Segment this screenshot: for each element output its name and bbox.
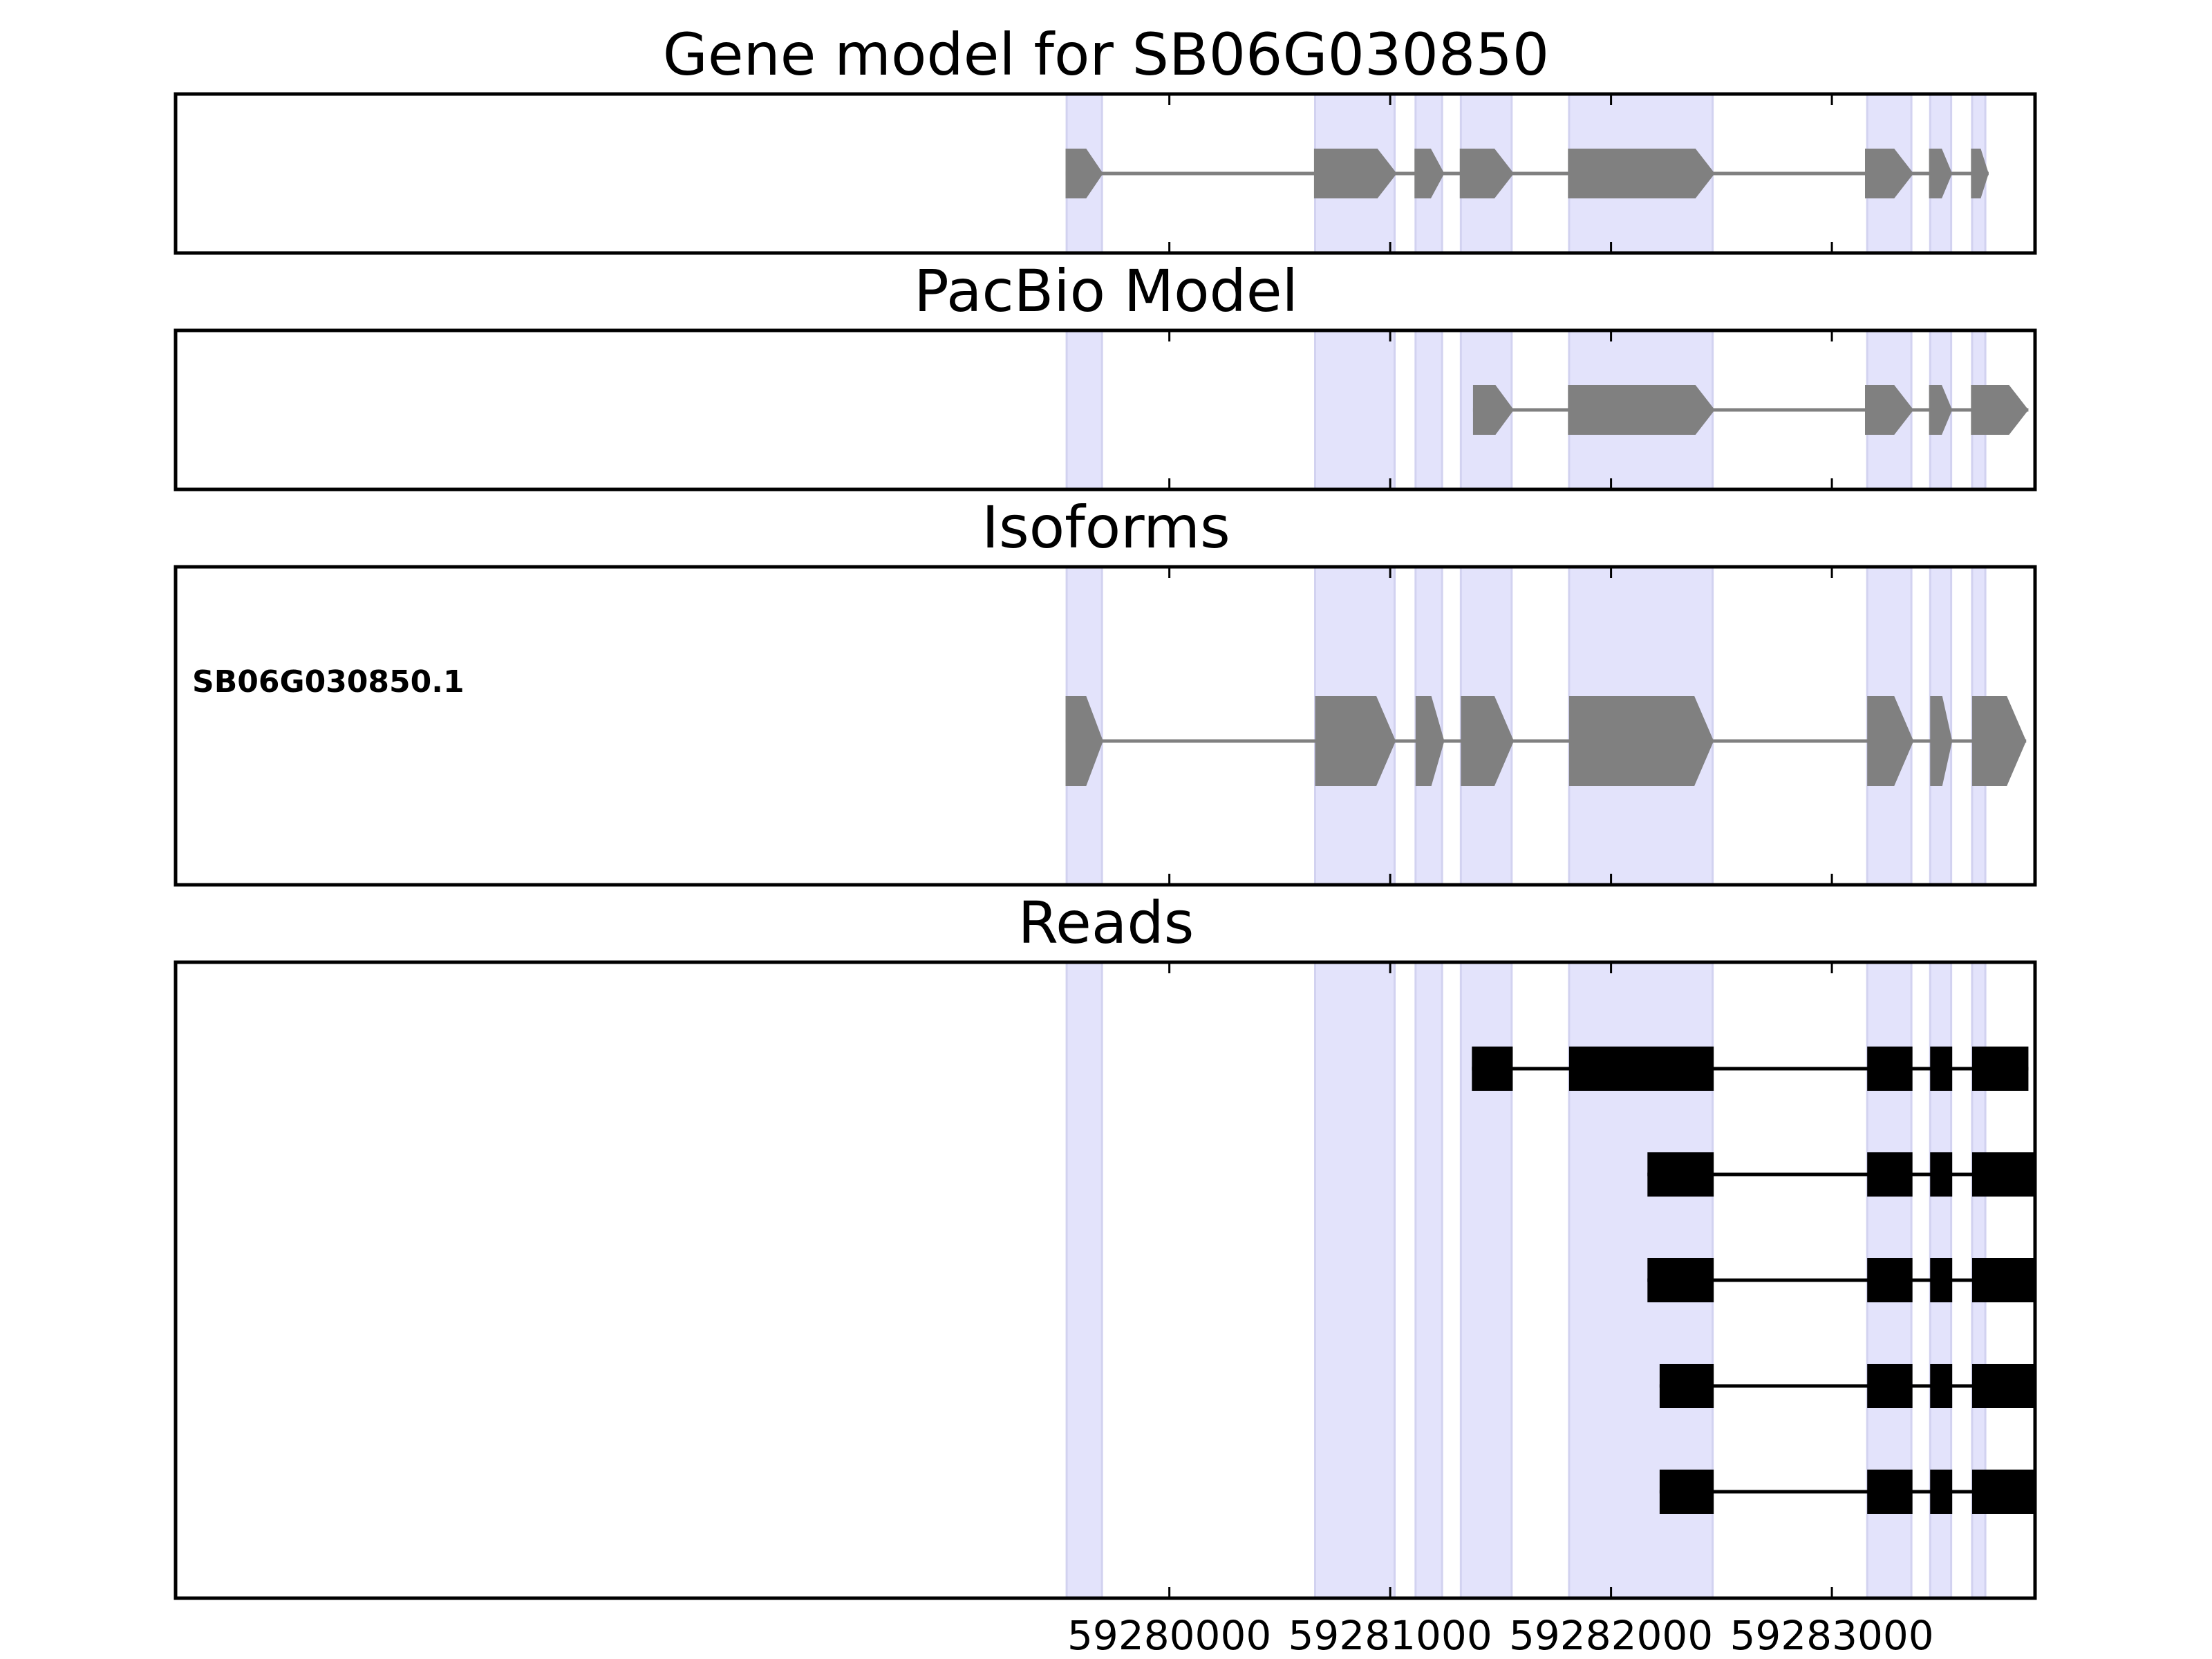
highlight-band [1314,329,1396,491]
pacbio-model-exon [1929,385,1953,435]
isoform-exon [1315,696,1396,786]
isoform-exon [1461,696,1515,786]
isoform-label: SB06G030850.1 [192,664,465,700]
isoform-exon [1930,696,1953,786]
read-block [1867,1364,1913,1408]
pacbio-model-exon [1865,385,1914,435]
read-block [1647,1258,1714,1302]
panel-title-isoforms: Isoforms [982,494,1230,561]
isoform-exon [1415,696,1445,786]
gene-model-exon [1065,149,1103,198]
read-block [1647,1152,1714,1197]
gene-model-exon [1929,149,1953,198]
highlight-band [1414,329,1443,491]
read-block [1971,1258,2035,1302]
panel-title-pacbio-model: PacBio Model [914,257,1298,325]
gene-model-exon [1568,149,1715,198]
marks-layer [1065,149,2035,1514]
gene-model-exon [1971,149,1989,198]
read-block [1867,1047,1913,1091]
x-tick-label: 59281000 [1288,1612,1492,1659]
read-block [1971,1470,2035,1514]
read-block [1930,1364,1953,1408]
read-block [1971,1152,2035,1197]
read-block [1930,1047,1953,1091]
x-tick-label: 59283000 [1730,1612,1933,1659]
pacbio-model-exon [1971,385,2029,435]
read-block [1971,1364,2035,1408]
isoform-exon [1867,696,1914,786]
x-tick-label: 59282000 [1509,1612,1713,1659]
isoform-exon [1065,696,1103,786]
read-block [1930,1470,1953,1514]
gene-model-exon [1313,149,1397,198]
read-block [1867,1258,1913,1302]
read-block [1472,1047,1513,1091]
read-block [1930,1258,1953,1302]
read-block [1659,1470,1714,1514]
read-block [1867,1470,1913,1514]
highlight-band [1065,961,1103,1600]
gene-model-exon [1459,149,1515,198]
gene-model-exon [1414,149,1445,198]
panel-frame [174,565,2037,887]
read-block [1568,1047,1714,1091]
isoform-exon [1971,696,2027,786]
x-tick-label: 59280000 [1067,1612,1271,1659]
panel-title-reads: Reads [1018,889,1194,957]
read-block [1867,1152,1913,1197]
frames-layer [174,92,2037,1600]
highlight-band [1414,961,1443,1600]
panel-frame [174,92,2037,255]
panel-title-gene-model: Gene model for SB06G030850 [663,21,1549,88]
read-block [1971,1047,2029,1091]
highlight-band [1314,961,1396,1600]
highlight-band [1065,329,1103,491]
x-axis: 59280000 59281000 59282000 59283000 [1067,1612,1934,1659]
pacbio-model-exon [1568,385,1715,435]
read-block [1659,1364,1714,1408]
gene-model-exon [1865,149,1914,198]
pacbio-model-exon [1472,385,1515,435]
panel-frame [174,960,2037,1600]
isoform-exon [1568,696,1714,786]
panel-frame [174,328,2037,491]
read-block [1930,1152,1953,1197]
